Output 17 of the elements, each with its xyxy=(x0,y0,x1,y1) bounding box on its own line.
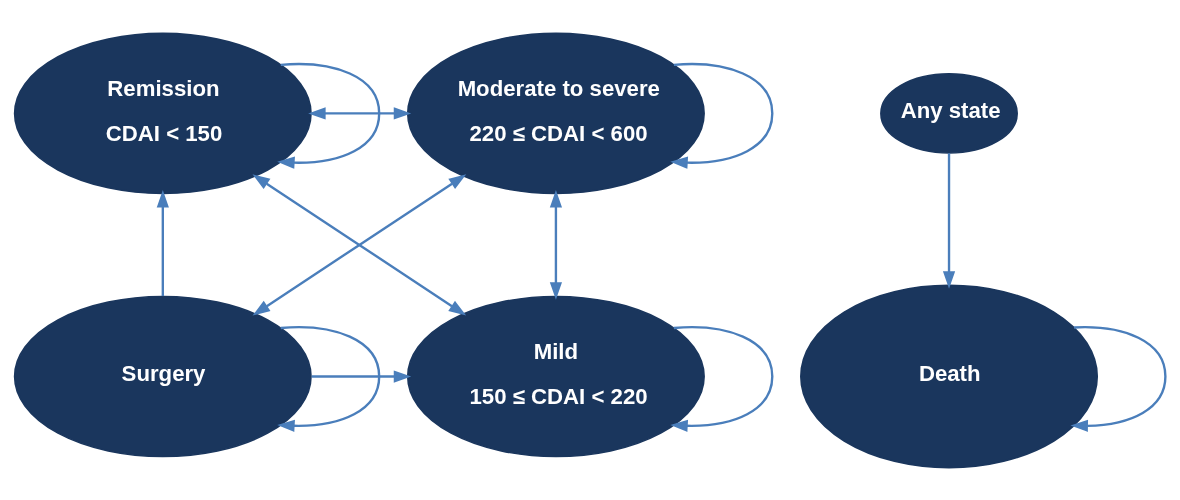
node-ellipse: Surgery xyxy=(13,295,312,457)
node-ellipse: Mild 150 ≤ CDAI < 220 xyxy=(406,295,705,457)
arrow xyxy=(670,62,774,169)
node-ellipse: Moderate to severe 220 ≤ CDAI < 600 xyxy=(406,32,705,194)
arrow xyxy=(308,106,412,119)
arrow xyxy=(277,62,381,169)
arrow xyxy=(1070,325,1167,432)
arrow xyxy=(311,369,412,383)
arrow xyxy=(277,325,381,432)
arrow xyxy=(252,173,467,316)
arrow xyxy=(156,189,169,296)
node-ellipse: Death xyxy=(800,284,1099,468)
arrow xyxy=(942,152,956,289)
arrow xyxy=(549,189,563,300)
node-ellipse: Any state xyxy=(880,72,1018,154)
node-ellipse: Remission CDAI < 150 xyxy=(13,32,312,194)
arrow xyxy=(670,325,774,432)
